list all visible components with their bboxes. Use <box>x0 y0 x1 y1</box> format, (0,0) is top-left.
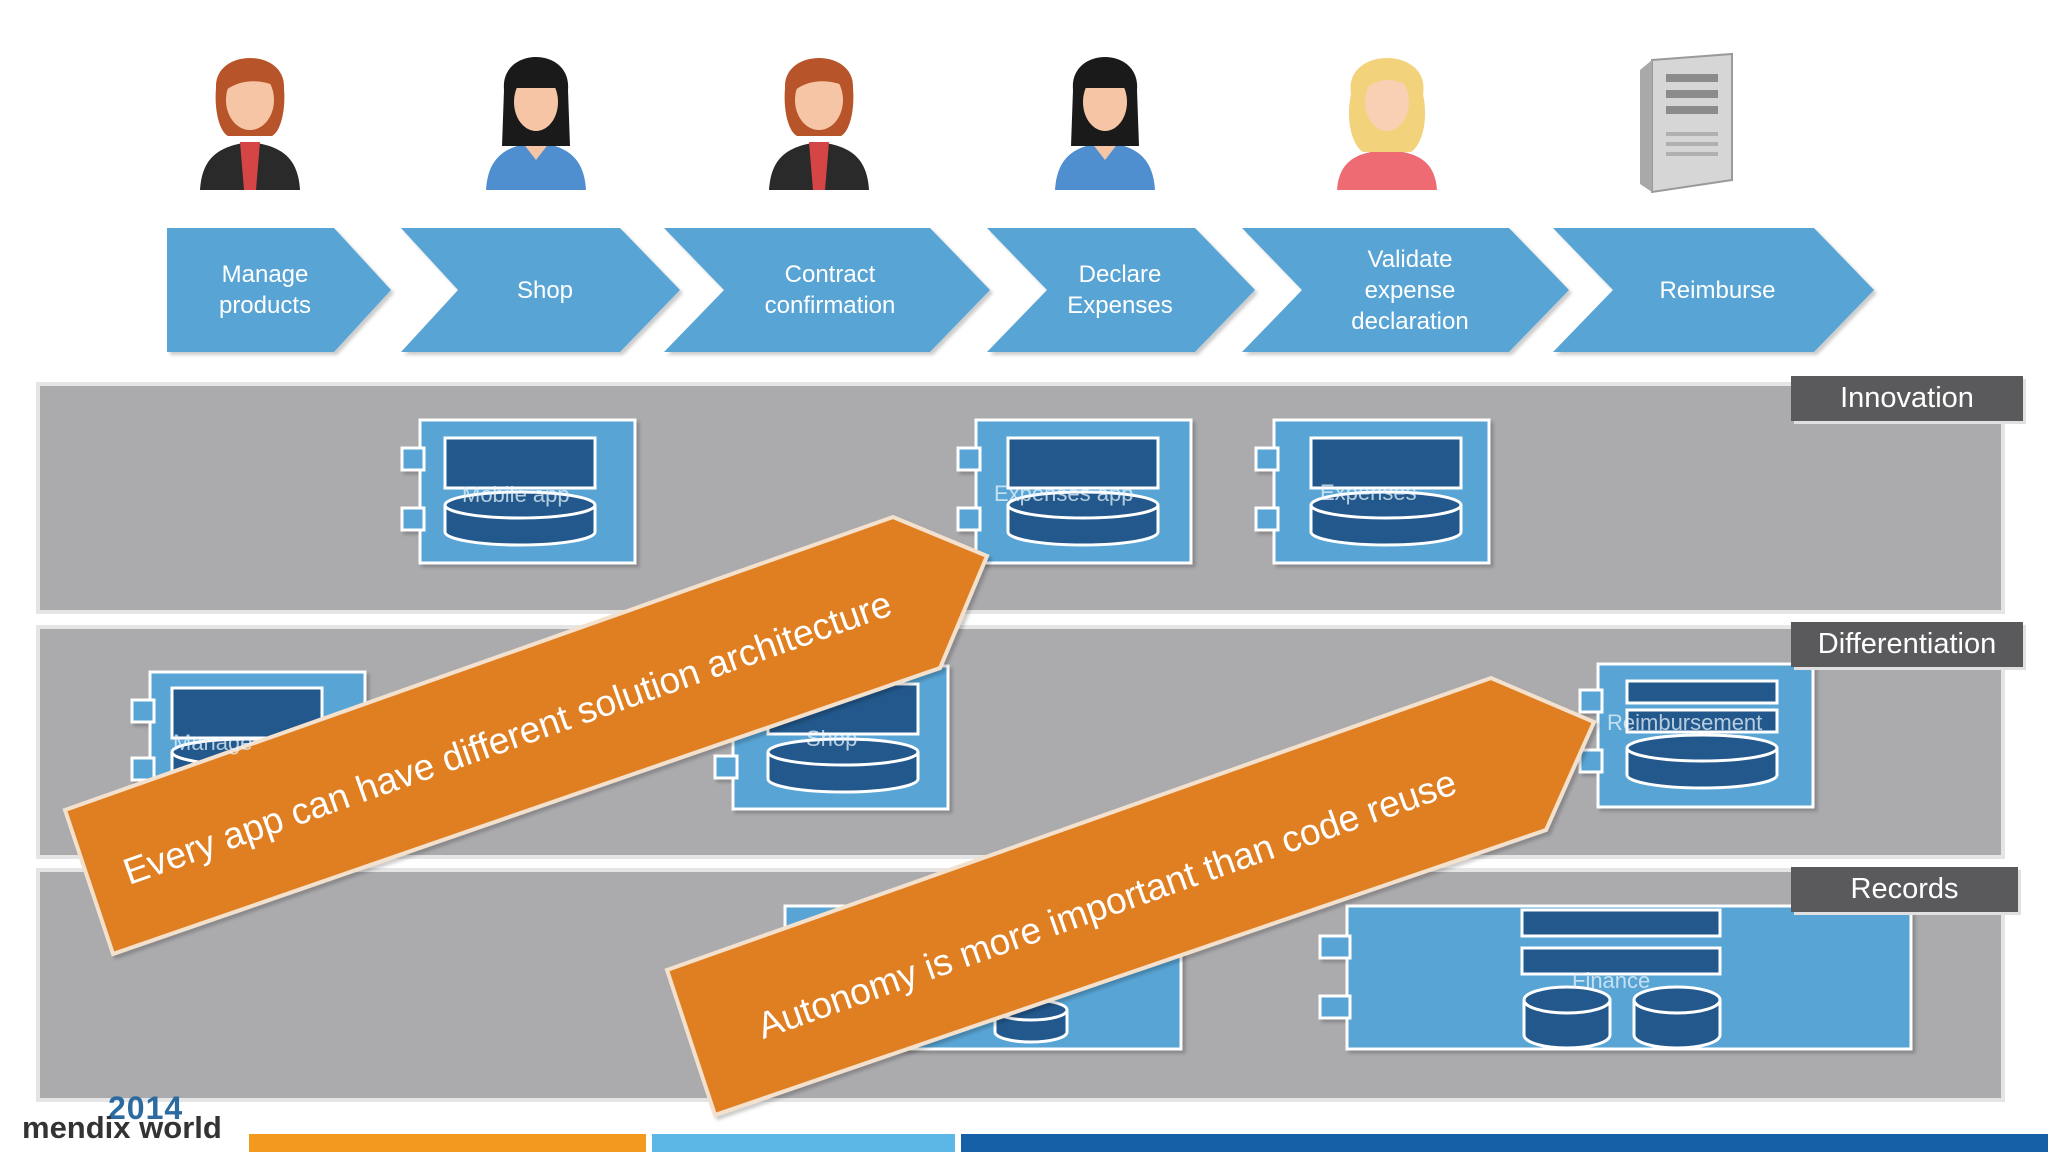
process-chevron-reimburse <box>1553 228 1874 352</box>
module-label: Expenses <box>1320 480 1417 505</box>
module-label: Reimbursement <box>1607 710 1763 735</box>
step-label: Shop <box>516 276 574 304</box>
layer-tab-records: Records <box>1791 867 2018 912</box>
process-chevron-declare-expenses <box>987 228 1255 352</box>
logo-name: mendix world <box>22 1110 222 1145</box>
layer-tab-differentiation: Differentiation <box>1791 622 2023 667</box>
server-icon <box>1640 52 1733 194</box>
footer-bar-light-blue <box>652 1134 955 1152</box>
persona-businesswoman-icon <box>200 58 300 190</box>
step-label: Validate expense declaration <box>1351 245 1469 335</box>
step-label: Manage products <box>218 261 312 319</box>
persona-businesswoman-icon <box>769 58 869 190</box>
module-label: Mobile app <box>462 482 570 507</box>
module-expenses-app <box>956 418 1193 565</box>
module-reimbursement <box>1578 662 1815 809</box>
logo-year: 2014 <box>108 1090 184 1126</box>
module-label: Manage <box>173 730 253 755</box>
step-label: Reimburse <box>1659 276 1776 304</box>
persona-woman-blonde-icon <box>1337 58 1437 190</box>
persona-woman-dark-hair-icon <box>1055 57 1155 190</box>
process-chevron-validate-expense-declaration <box>1242 228 1569 352</box>
module-label: Shop <box>806 726 858 751</box>
process-chevron-manage-products <box>167 228 391 352</box>
step-label: Declare Expenses <box>1067 261 1173 319</box>
module-mobile-app <box>400 418 637 565</box>
footer-bar-orange <box>249 1134 646 1152</box>
module-label: Expenses app <box>994 481 1134 506</box>
process-chevron-contract-confirmation <box>664 228 990 352</box>
module-expenses <box>1254 418 1491 565</box>
module-finance <box>1318 904 1913 1051</box>
step-label: Contract confirmation <box>764 261 896 319</box>
banner-solution-architecture <box>62 514 990 957</box>
persona-woman-dark-hair-icon <box>486 57 586 190</box>
layer-tab-innovation: Innovation <box>1791 376 2023 421</box>
footer-bar-dark-blue <box>961 1134 2048 1152</box>
process-chevron-shop <box>401 228 680 352</box>
banner-autonomy <box>664 675 1597 1118</box>
module-label: Finance <box>1572 968 1651 993</box>
